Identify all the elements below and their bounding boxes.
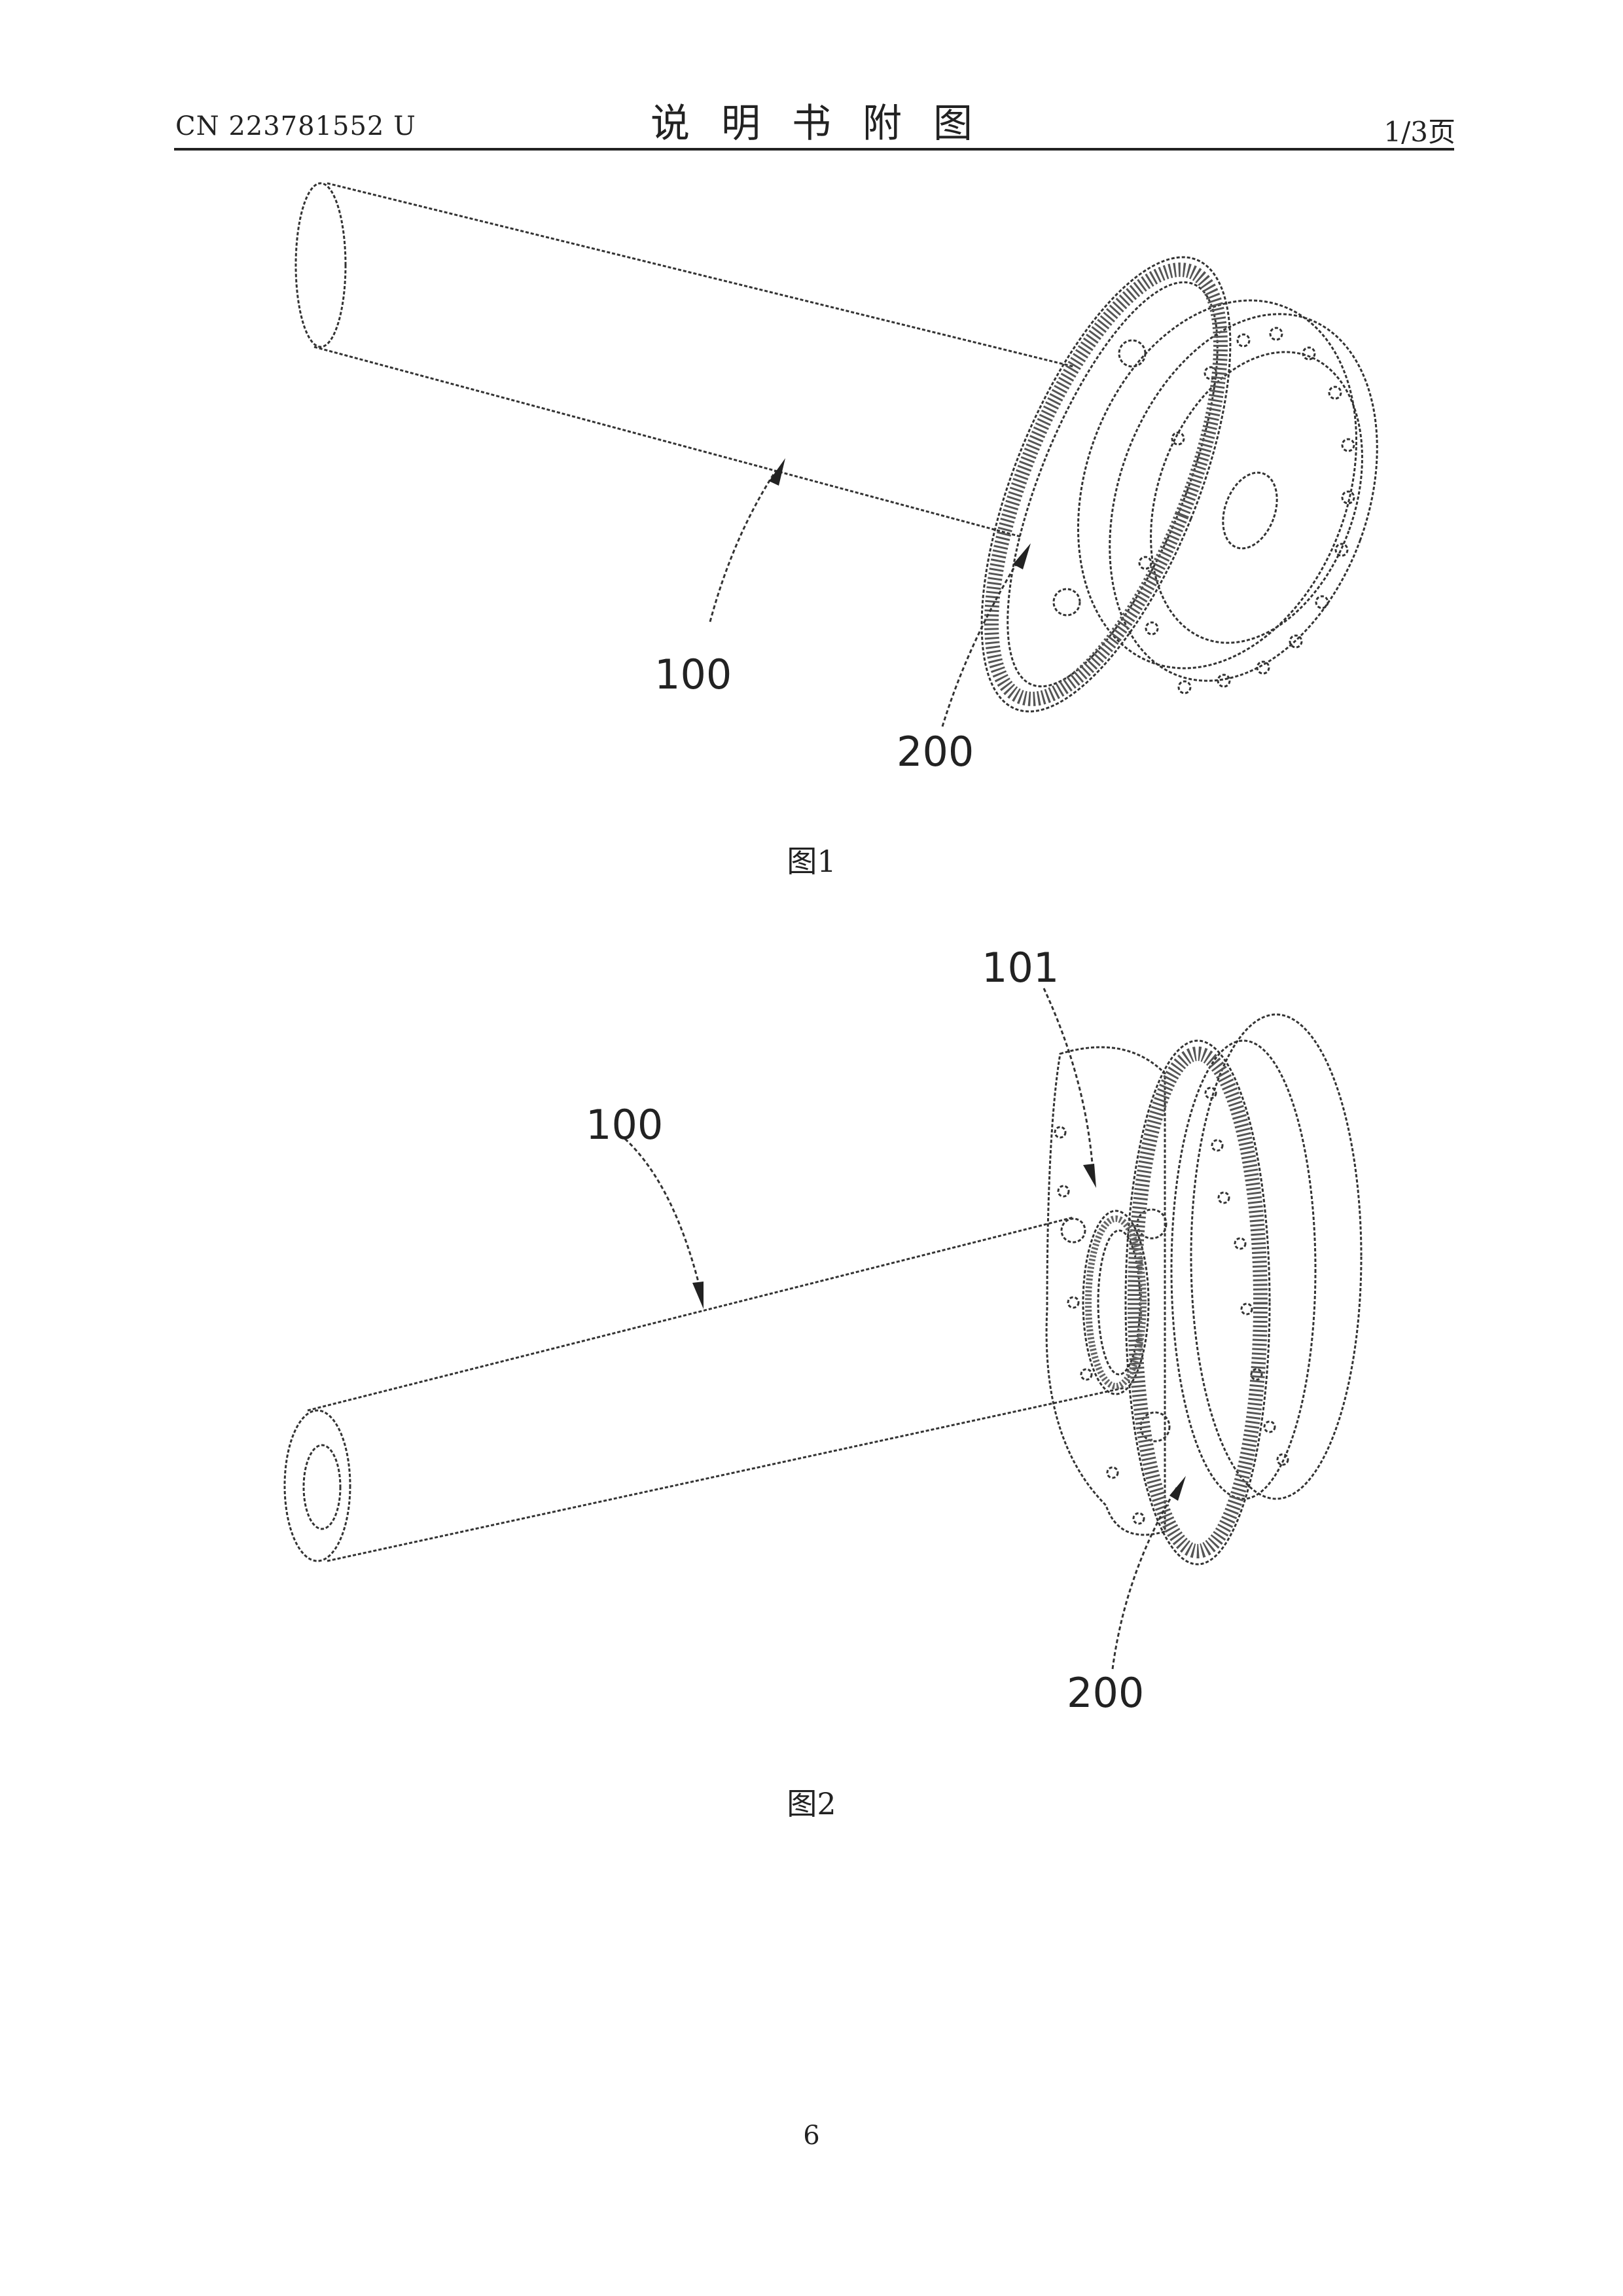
fig1-shaft-top-edge — [327, 183, 1073, 367]
fig1-leader-200 — [942, 556, 1021, 726]
fig1-shaft-end — [296, 183, 346, 347]
fig2-bolt-hole — [1058, 1186, 1069, 1196]
fig2-bolt-hole — [1068, 1297, 1079, 1308]
fig2-label-200: 200 — [1067, 1669, 1144, 1717]
fig2-label-101: 101 — [982, 944, 1059, 992]
fig1-gear-teeth — [944, 242, 1268, 728]
figure-1-caption: 图1 — [0, 838, 1623, 881]
fig1-bolt-hole — [1238, 334, 1249, 346]
fig1-leader-100 — [710, 471, 776, 622]
fig2-bolt-hole — [1264, 1422, 1275, 1432]
fig1-bolt-hole — [1172, 433, 1184, 444]
fig2-bolt-hole — [1081, 1369, 1092, 1380]
fig1-shaft-bottom-edge — [314, 347, 1021, 537]
fig2-leader-100 — [625, 1139, 700, 1289]
fig2-label-100: 100 — [586, 1101, 663, 1149]
fig2-flange-hole — [1137, 1210, 1166, 1238]
fig2-bolt-hole — [1107, 1467, 1118, 1478]
fig2-shaft-top-edge — [308, 1217, 1073, 1410]
figure-2-drawing: 100 101 200 — [0, 916, 1623, 1833]
fig2-bolt-hole — [1219, 1193, 1229, 1203]
fig2-leader-200 — [1113, 1486, 1178, 1669]
fig1-bolt-hole — [1270, 328, 1282, 340]
fig1-flange-face — [1113, 323, 1400, 673]
page-number: 6 — [0, 2121, 1623, 2151]
fig1-bolt-hole — [1342, 439, 1354, 451]
fig2-arrow-100 — [692, 1282, 704, 1309]
fig2-arrow-101 — [1083, 1164, 1096, 1188]
fig1-bolt-hole — [1257, 662, 1269, 673]
figure-1-drawing: 100 200 — [0, 0, 1623, 916]
fig2-shaft-step-inner — [1098, 1230, 1140, 1374]
fig2-bolt-hole — [1235, 1238, 1245, 1249]
fig2-flange — [1046, 1047, 1165, 1535]
fig2-bolt-hole — [1241, 1304, 1252, 1314]
fig1-gear-hole — [1054, 589, 1080, 615]
fig2-shaft-bottom-edge — [327, 1388, 1126, 1561]
fig1-bolt-hole — [1336, 544, 1347, 556]
figure-2-caption: 图2 — [0, 1780, 1623, 1823]
fig1-label-100: 100 — [654, 651, 732, 698]
fig1-label-200: 200 — [897, 728, 974, 776]
fig2-bolt-hole — [1212, 1140, 1222, 1151]
fig2-leader-101 — [1044, 988, 1093, 1172]
fig2-shaft-bore — [304, 1445, 340, 1529]
fig1-center-bore — [1213, 465, 1287, 556]
fig1-arrow-100 — [769, 458, 785, 486]
fig2-back-disk — [1191, 1014, 1361, 1499]
fig1-bolt-hole — [1179, 681, 1190, 693]
fig2-arrow-200 — [1169, 1476, 1186, 1501]
fig1-bolt-hole — [1329, 387, 1341, 399]
fig2-bolt-hole — [1133, 1513, 1144, 1524]
fig2-shaft-step — [1083, 1211, 1149, 1394]
fig2-gear-teeth — [1135, 1054, 1260, 1551]
fig1-gear-hole — [1119, 340, 1145, 367]
fig1-bolt-hole — [1146, 622, 1158, 634]
fig2-flange-hole — [1061, 1219, 1085, 1242]
fig1-bolt-hole — [1218, 675, 1230, 687]
fig1-bolt-hole — [1139, 557, 1151, 569]
fig2-back-disk-front — [1171, 1041, 1315, 1499]
fig2-bolt-hole — [1055, 1127, 1065, 1138]
